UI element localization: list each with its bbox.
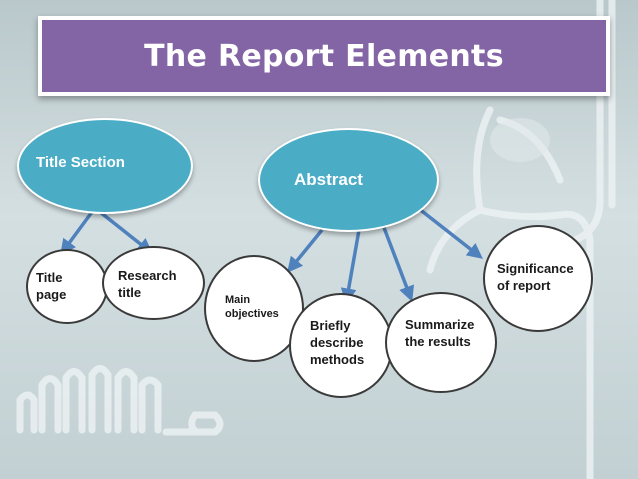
title-section-node: Title Section bbox=[17, 118, 193, 214]
arrow-to-briefly-describe bbox=[340, 229, 361, 305]
arrow-to-significance bbox=[416, 206, 483, 259]
research-title-label: Research title bbox=[118, 268, 177, 300]
significance-node: Significance of report bbox=[483, 225, 593, 332]
title-page-node: Title page bbox=[26, 249, 108, 324]
title-page-label: Title page bbox=[36, 270, 67, 302]
main-objectives-label: Main objectives bbox=[225, 294, 279, 321]
page-title: The Report Elements bbox=[144, 38, 504, 74]
title-section-label: Title Section bbox=[36, 154, 125, 171]
summarize-label: Summarize the results bbox=[405, 317, 475, 349]
abstract-label: Abstract bbox=[294, 170, 363, 189]
arrow-to-summarize bbox=[381, 224, 415, 302]
briefly-describe-node: Briefly describe methods bbox=[289, 293, 393, 398]
arrow-to-title-page bbox=[60, 210, 94, 256]
briefly-describe-label: Briefly describe methods bbox=[310, 318, 365, 367]
abstract-node: Abstract bbox=[258, 128, 439, 232]
title-banner: The Report Elements bbox=[38, 16, 610, 96]
arrow-to-research-title bbox=[98, 210, 153, 254]
summarize-node: Summarize the results bbox=[385, 292, 497, 393]
arrow-to-main-objectives bbox=[287, 228, 324, 273]
significance-label: Significance of report bbox=[497, 261, 574, 293]
research-title-node: Research title bbox=[102, 246, 205, 320]
